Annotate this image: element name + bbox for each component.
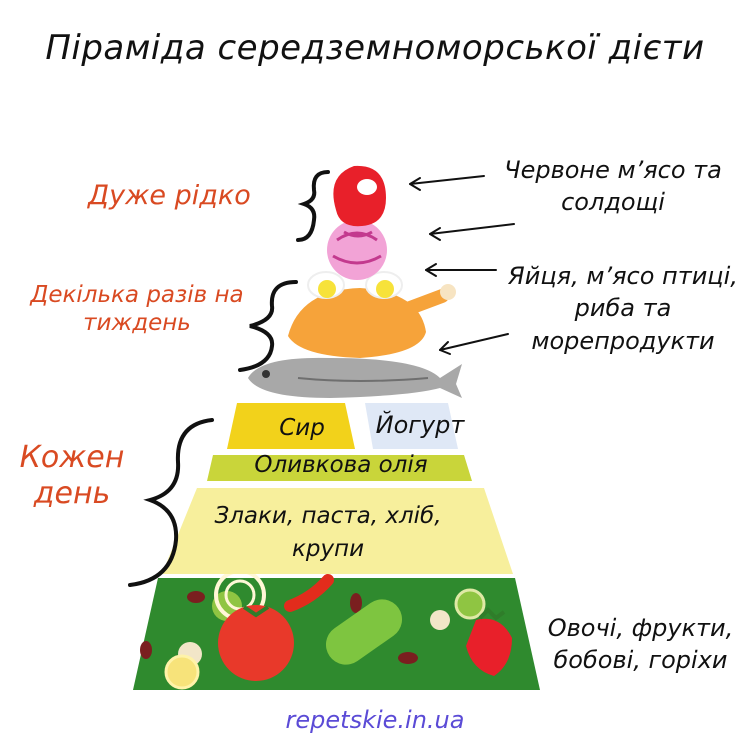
note-poultry-line2: риба та <box>574 294 672 323</box>
olive-oil-layer <box>207 455 472 481</box>
arrow-candy <box>429 223 515 235</box>
bean-icon <box>350 593 362 613</box>
arrow-head <box>429 227 441 241</box>
frequency-weekly: Декілька разів на тиждень <box>6 282 268 337</box>
note-poultry: Яйця, м’ясо птиці, риба та морепродукти <box>498 260 748 357</box>
chicken-icon <box>288 284 456 358</box>
note-poultry-line3: морепродукти <box>531 326 715 355</box>
eggs-icon <box>307 271 403 299</box>
frequency-rare: Дуже рідко <box>88 180 251 211</box>
grains-label-line1: Злаки, паста, хліб, <box>214 503 442 529</box>
strawberry-leaf <box>478 607 506 621</box>
red-meat-icon <box>333 165 386 227</box>
vegetables-layer <box>133 569 540 690</box>
frequency-daily-line1: Кожен <box>19 440 125 475</box>
tomato-stem <box>242 605 270 618</box>
brace-weekly <box>238 280 298 372</box>
lemon-icon <box>164 654 200 690</box>
note-vegetables: Овочі, фрукти, бобові, горіхи <box>538 612 743 677</box>
bean-icon <box>187 591 205 603</box>
note-poultry-line1: Яйця, м’ясо птиці, <box>508 262 738 290</box>
yogurt-layer <box>365 403 458 449</box>
olive-oil-label: Оливкова олія <box>254 452 428 478</box>
frequency-daily: Кожен день <box>12 440 132 512</box>
note-red-meat: Червоне м’ясо та солдощі <box>488 154 738 219</box>
frequency-weekly-line2: тиждень <box>83 309 191 336</box>
fish-icon <box>248 357 462 398</box>
frequency-daily-line2: день <box>33 476 111 511</box>
grains-layer <box>162 488 513 574</box>
cucumber-icon <box>325 599 403 665</box>
note-red-meat-line2: солдощі <box>561 188 665 217</box>
grains-label: Злаки, паста, хліб, крупи <box>178 500 478 567</box>
brace-daily <box>128 418 214 587</box>
arrow-head <box>425 263 437 277</box>
yogurt-label: Йогурт <box>375 411 465 439</box>
candy-icon <box>327 220 387 280</box>
arrow-meat <box>409 175 485 185</box>
site-link[interactable]: repetskie.in.ua <box>285 706 465 734</box>
bean-icon <box>398 652 418 664</box>
nut-icon <box>430 610 450 630</box>
arrow-head <box>439 341 451 355</box>
frequency-weekly-line1: Декілька разів на <box>30 282 244 308</box>
cheese-layer <box>227 403 355 449</box>
tomato-icon <box>218 605 294 681</box>
note-vegetables-line1: Овочі, фрукти, <box>547 614 734 642</box>
strawberry-icon <box>466 618 512 676</box>
brace-rare <box>296 170 330 242</box>
grains-label-line2: крупи <box>291 536 365 563</box>
page-title: Піраміда середземноморської дієти <box>45 28 705 68</box>
note-vegetables-line2: бобові, горіхи <box>553 646 728 675</box>
pepper-icon <box>284 574 334 612</box>
note-red-meat-line1: Червоне м’ясо та <box>504 156 722 184</box>
cheese-label: Сир <box>279 415 325 441</box>
arrow-head <box>409 177 421 191</box>
kiwi-icon <box>454 588 486 620</box>
bean-icon <box>140 641 152 659</box>
arrow-fish <box>439 333 509 351</box>
